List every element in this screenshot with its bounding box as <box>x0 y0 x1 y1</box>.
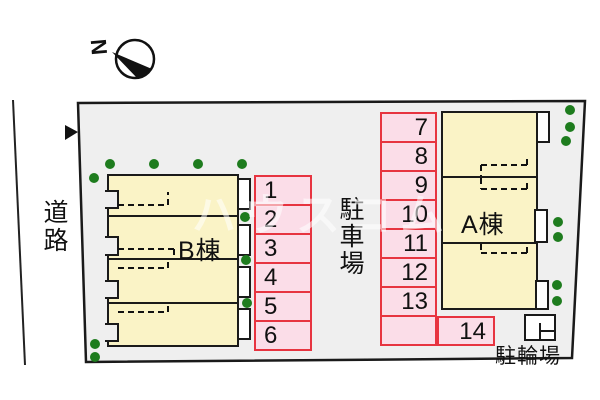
tree-icon <box>561 136 571 146</box>
bicycle-shed <box>524 314 556 341</box>
tree-icon <box>242 298 252 308</box>
building-b-notch <box>105 323 119 342</box>
parking-space-6: 6 <box>254 320 312 351</box>
parking-lot-label: 駐車場 <box>336 196 364 277</box>
tree-icon <box>240 212 250 222</box>
building-a <box>441 111 538 310</box>
building-b <box>107 174 239 347</box>
building-b-notch <box>105 280 119 299</box>
tree-icon <box>565 105 575 115</box>
tree-icon <box>90 352 100 362</box>
parking-space-14: 14 <box>437 316 495 346</box>
parking-space-empty <box>380 315 437 346</box>
tree-icon <box>90 339 100 349</box>
parking-space-9: 9 <box>380 170 437 201</box>
building-a-porch <box>536 111 550 143</box>
tree-icon <box>105 159 115 169</box>
building-a-label: A棟 <box>461 211 505 239</box>
tree-icon <box>552 280 562 290</box>
building-b-label: B棟 <box>178 237 222 265</box>
building-a-unit-divider <box>441 176 538 178</box>
tree-icon <box>553 217 563 227</box>
tree-icon <box>149 159 159 169</box>
road-edge-line <box>12 99 26 366</box>
building-a-unit-divider <box>441 242 538 244</box>
compass-icon: N <box>86 38 156 80</box>
building-b-notch <box>105 236 119 256</box>
building-b-unit-divider <box>107 302 239 304</box>
parking-space-7: 7 <box>380 112 437 143</box>
building-b-porch <box>237 266 251 298</box>
building-b-notch <box>105 190 119 209</box>
parking-space-13: 13 <box>380 286 437 317</box>
building-b-unit-divider <box>107 258 239 260</box>
road-label: 道路 <box>40 199 68 255</box>
parking-space-2: 2 <box>254 204 312 235</box>
building-b-unit-divider <box>107 215 239 217</box>
parking-space-12: 12 <box>380 257 437 288</box>
parking-space-4: 4 <box>254 262 312 293</box>
tree-icon <box>89 173 99 183</box>
parking-space-8: 8 <box>380 141 437 172</box>
tree-icon <box>241 255 251 265</box>
compass-north-label: N <box>86 38 112 56</box>
tree-icon <box>237 159 247 169</box>
watermark: ハウスコム <box>192 191 452 240</box>
tree-icon <box>193 159 203 169</box>
entrance-marker-icon <box>65 125 78 140</box>
building-a-porch <box>534 209 548 243</box>
tree-icon <box>553 232 563 242</box>
tree-icon <box>552 296 562 306</box>
parking-space-5: 5 <box>254 291 312 322</box>
building-b-porch <box>237 178 251 210</box>
parking-space-11: 11 <box>380 228 437 259</box>
building-b-porch <box>237 308 251 340</box>
tree-icon <box>565 122 575 132</box>
parking-space-10: 10 <box>380 199 437 230</box>
bicycle-parking-label: 駐輪場 <box>495 345 561 368</box>
building-a-porch <box>535 280 549 310</box>
